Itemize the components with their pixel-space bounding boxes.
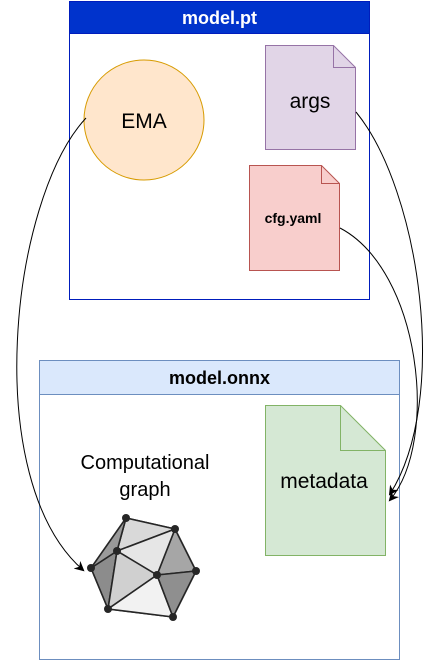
cfg-yaml-fold bbox=[321, 165, 340, 184]
connector-cfg-to-metadata bbox=[339, 227, 418, 502]
args-shape bbox=[265, 45, 356, 150]
cfg-yaml-shape bbox=[249, 165, 340, 271]
metadata-fold bbox=[340, 405, 386, 451]
polyhedron-graph-icon bbox=[87, 514, 200, 621]
model-pt-title: model.pt bbox=[182, 8, 257, 28]
args-node[interactable]: args bbox=[265, 45, 356, 150]
computational-graph-label-line2: graph bbox=[119, 479, 170, 501]
connector-ema-to-graph bbox=[16, 117, 87, 572]
ema-node[interactable]: EMA bbox=[83, 59, 205, 181]
ema-label: EMA bbox=[121, 110, 167, 133]
metadata-node[interactable]: metadata bbox=[265, 405, 386, 556]
connector-args-to-metadata bbox=[355, 111, 423, 496]
args-label: args bbox=[290, 90, 331, 113]
metadata-label: metadata bbox=[280, 470, 368, 493]
cfg-yaml-node[interactable]: cfg.yaml bbox=[249, 165, 340, 271]
model-onnx-header bbox=[39, 360, 400, 395]
model-onnx-title: model.onnx bbox=[169, 368, 270, 388]
model-pt-header bbox=[69, 1, 370, 34]
computational-graph-label-line1: Computational bbox=[81, 452, 210, 474]
args-fold bbox=[333, 45, 356, 68]
metadata-shape bbox=[265, 405, 386, 556]
cfg-yaml-label: cfg.yaml bbox=[265, 210, 322, 226]
